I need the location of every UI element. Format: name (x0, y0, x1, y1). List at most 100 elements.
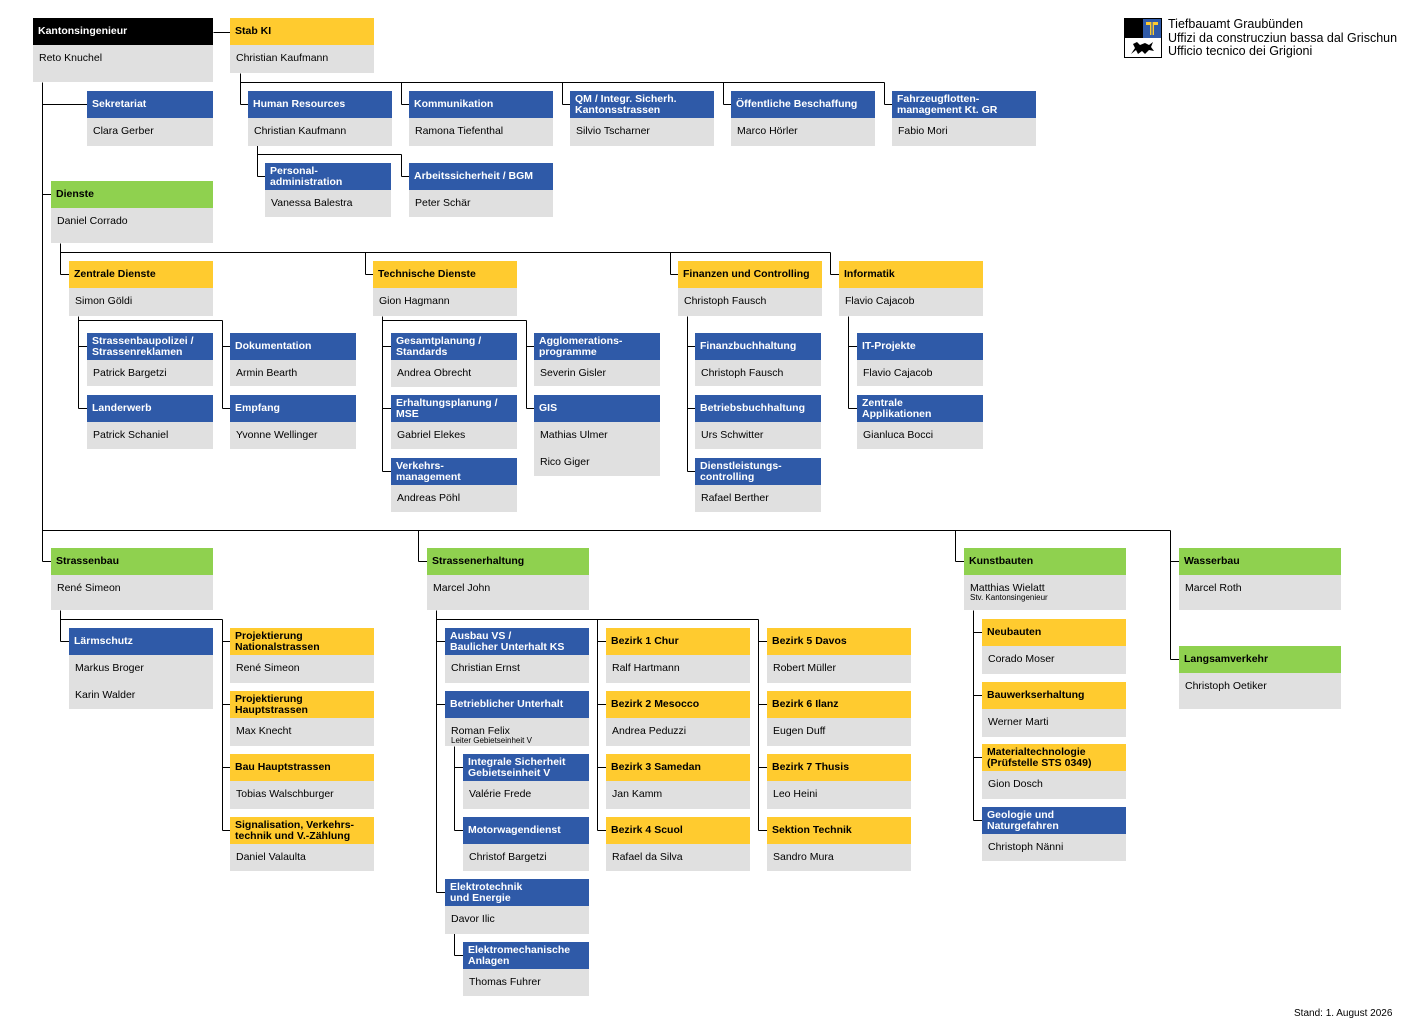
person-name: Matthias Wielatt (970, 582, 1045, 594)
org-box-title: Stab KI (230, 18, 374, 45)
org-box-body: Christof Bargetzi (463, 844, 589, 871)
org-box-body: Christoph Fausch (678, 288, 822, 316)
person-name: Peter Schär (415, 197, 471, 209)
person-name: Yvonne Wellinger (236, 429, 318, 441)
person-name: Leo Heini (773, 788, 818, 800)
org-box-title: Bau Hauptstrassen (230, 754, 374, 781)
org-box-body: Ramona Tiefenthal (409, 118, 553, 146)
org-box-body: Andrea Peduzzi (606, 718, 750, 746)
org-box-title: Kunstbauten (964, 548, 1126, 575)
org-box-title: Zentrale Dienste (69, 261, 213, 288)
person-name: Christoph Fausch (684, 295, 767, 307)
org-box-title: Bezirk 3 Samedan (606, 754, 750, 781)
org-box-title: Strassenerhaltung (427, 548, 589, 575)
person-name: Patrick Bargetzi (93, 367, 167, 379)
person-name: Urs Schwitter (701, 429, 764, 441)
org-box-title: Bezirk 7 Thusis (767, 754, 911, 781)
person-name: Daniel Corrado (57, 215, 128, 227)
org-box-body: Flavio Cajacob (839, 288, 983, 316)
org-box-title: Integrale Sicherheit Gebietseinheit V (463, 754, 589, 781)
org-box-body: Christoph Fausch (695, 360, 821, 386)
org-box-title: Dokumentation (230, 333, 356, 360)
org-box-title: Bauwerkserhaltung (982, 682, 1126, 709)
person-name: Gion Dosch (988, 778, 1043, 790)
person-name: Gion Hagmann (379, 295, 450, 307)
org-box-body: Thomas Fuhrer (463, 969, 589, 996)
organization-name: Tiefbauamt Graubünden Uffizi da construc… (1168, 17, 1397, 59)
org-box-materialtechnologie: Materialtechnologie (Prüfstelle STS 0349… (982, 744, 1126, 799)
org-box-title: Agglomerations- programme (534, 333, 660, 360)
org-box-title: Erhaltungsplanung / MSE (391, 395, 517, 422)
org-box-title: IT-Projekte (857, 333, 983, 360)
org-box-body: Andrea Obrecht (391, 360, 517, 387)
org-box-title: Finanzen und Controlling (678, 261, 822, 288)
person-name: Marcel Roth (1185, 582, 1242, 594)
person-name: Andreas Pöhl (397, 492, 461, 504)
org-box-body: Robert Müller (767, 655, 911, 683)
org-box-title: Ausbau VS / Baulicher Unterhalt KS (445, 628, 589, 655)
org-box-title: Materialtechnologie (Prüfstelle STS 0349… (982, 744, 1126, 771)
org-box-body: Silvio Tscharner (570, 118, 714, 146)
org-box-body: Gabriel Elekes (391, 422, 517, 449)
org-box-title: Betriebsbuchhaltung (695, 395, 821, 422)
org-box-title: Bezirk 4 Scuol (606, 817, 750, 844)
person-name: Armin Bearth (236, 367, 298, 379)
org-box-body: René Simeon (51, 575, 213, 610)
org-box-body: Yvonne Wellinger (230, 422, 356, 449)
person-name: René Simeon (57, 582, 121, 594)
org-box-title: Signalisation, Verkehrs- technik und V.-… (230, 817, 374, 844)
org-box-title: Kantonsingenieur (33, 18, 213, 45)
org-box-body: Vanessa Balestra (265, 190, 391, 217)
org-box-title: Technische Dienste (373, 261, 517, 288)
person-name: Marco Hörler (737, 125, 798, 137)
person-name: Roman Felix (451, 725, 510, 737)
org-box-title: Öffentliche Beschaffung (731, 91, 875, 118)
org-box-body: Urs Schwitter (695, 422, 821, 449)
person-name: Silvio Tscharner (576, 125, 650, 137)
org-box-title: Landerwerb (87, 395, 213, 422)
org-box-body: Gianluca Bocci (857, 422, 983, 449)
org-box-title: Dienstleistungs- controlling (695, 458, 821, 485)
person-name: Jan Kamm (612, 788, 663, 800)
person-name: Christian Kaufmann (236, 52, 329, 64)
org-box-title: Elektromechanische Anlagen (463, 942, 589, 969)
person-name: Reto Knuchel (39, 52, 103, 64)
org-box-title: Sektion Technik (767, 817, 911, 844)
org-box-body: Andreas Pöhl (391, 485, 517, 512)
org-box-body: Sandro Mura (767, 844, 911, 871)
org-box-stab-ki: Stab KI Christian Kaufmann (230, 18, 374, 73)
org-box-body: Flavio Cajacob (857, 360, 983, 386)
org-box-body: Gion Hagmann (373, 288, 517, 316)
org-box-body: Marcel Roth (1179, 575, 1341, 610)
person-name: Severin Gisler (540, 367, 606, 379)
